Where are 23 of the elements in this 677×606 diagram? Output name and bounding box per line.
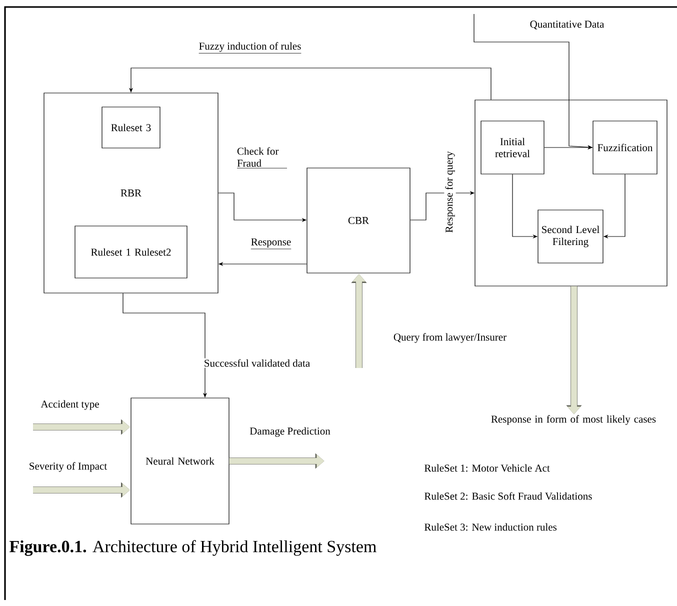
edge-label: Quantitative Data xyxy=(528,20,606,30)
edge-label: Severity of Impact xyxy=(28,461,108,473)
note-text: RuleSet 1: Motor Vehicle Act xyxy=(424,464,550,472)
edge-label: Successful validated data xyxy=(202,358,312,368)
process-box: Second Level Filtering xyxy=(538,210,604,264)
edge-label: Query from lawyer/Insurer xyxy=(392,332,508,344)
ruleset-box: Ruleset 3 xyxy=(102,106,160,148)
edge-label: Check for Fraud xyxy=(236,146,288,170)
module-box: CBR xyxy=(306,168,410,274)
figure-caption: Figure.0.1. Architecture of Hybrid Intelligent System xyxy=(10,540,376,556)
ruleset-box: Ruleset 1 Ruleset2 xyxy=(74,226,188,278)
note-text: RuleSet 3: New induction rules xyxy=(424,523,557,531)
edge-label: Fuzzy induction of rules xyxy=(198,41,302,55)
edge-label: Accident type xyxy=(40,399,100,411)
output-text: Response in form of most likely cases xyxy=(491,415,656,425)
process-box: Initial retrieval xyxy=(480,120,544,174)
edge-label: Response for query xyxy=(444,150,456,234)
module-box xyxy=(474,100,668,286)
module-box: Neural Network xyxy=(130,398,230,524)
process-box: Fuzzification xyxy=(592,120,658,174)
edge-label: Damage Prediction xyxy=(248,426,332,438)
note-text: RuleSet 2: Basic Soft Fraud Validations xyxy=(424,492,592,500)
edge-label: Response xyxy=(250,237,292,251)
